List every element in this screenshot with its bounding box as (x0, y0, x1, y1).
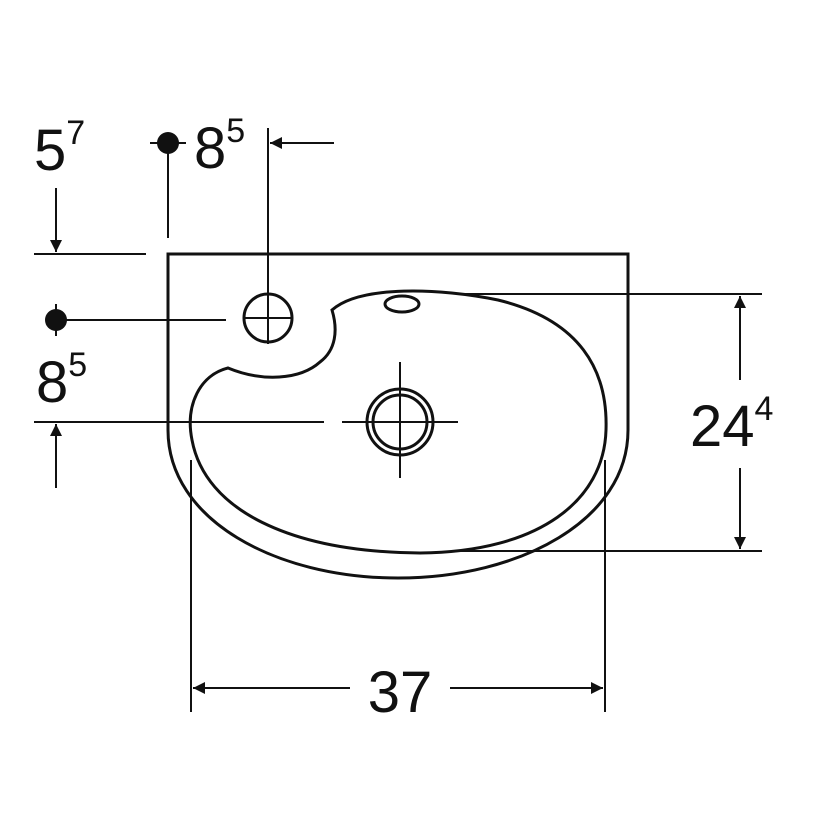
tap-offset-x-label: 85 (194, 112, 245, 181)
overflow-slot (383, 294, 421, 314)
basin-width-label: 37 (368, 660, 433, 725)
tap-offset-y-label: 85 (36, 346, 87, 415)
basin-inner-bowl (188, 289, 608, 555)
top-offset-label: 57 (34, 114, 85, 183)
basin-outer-outline (166, 252, 630, 580)
basin-depth-label: 244 (690, 390, 773, 459)
